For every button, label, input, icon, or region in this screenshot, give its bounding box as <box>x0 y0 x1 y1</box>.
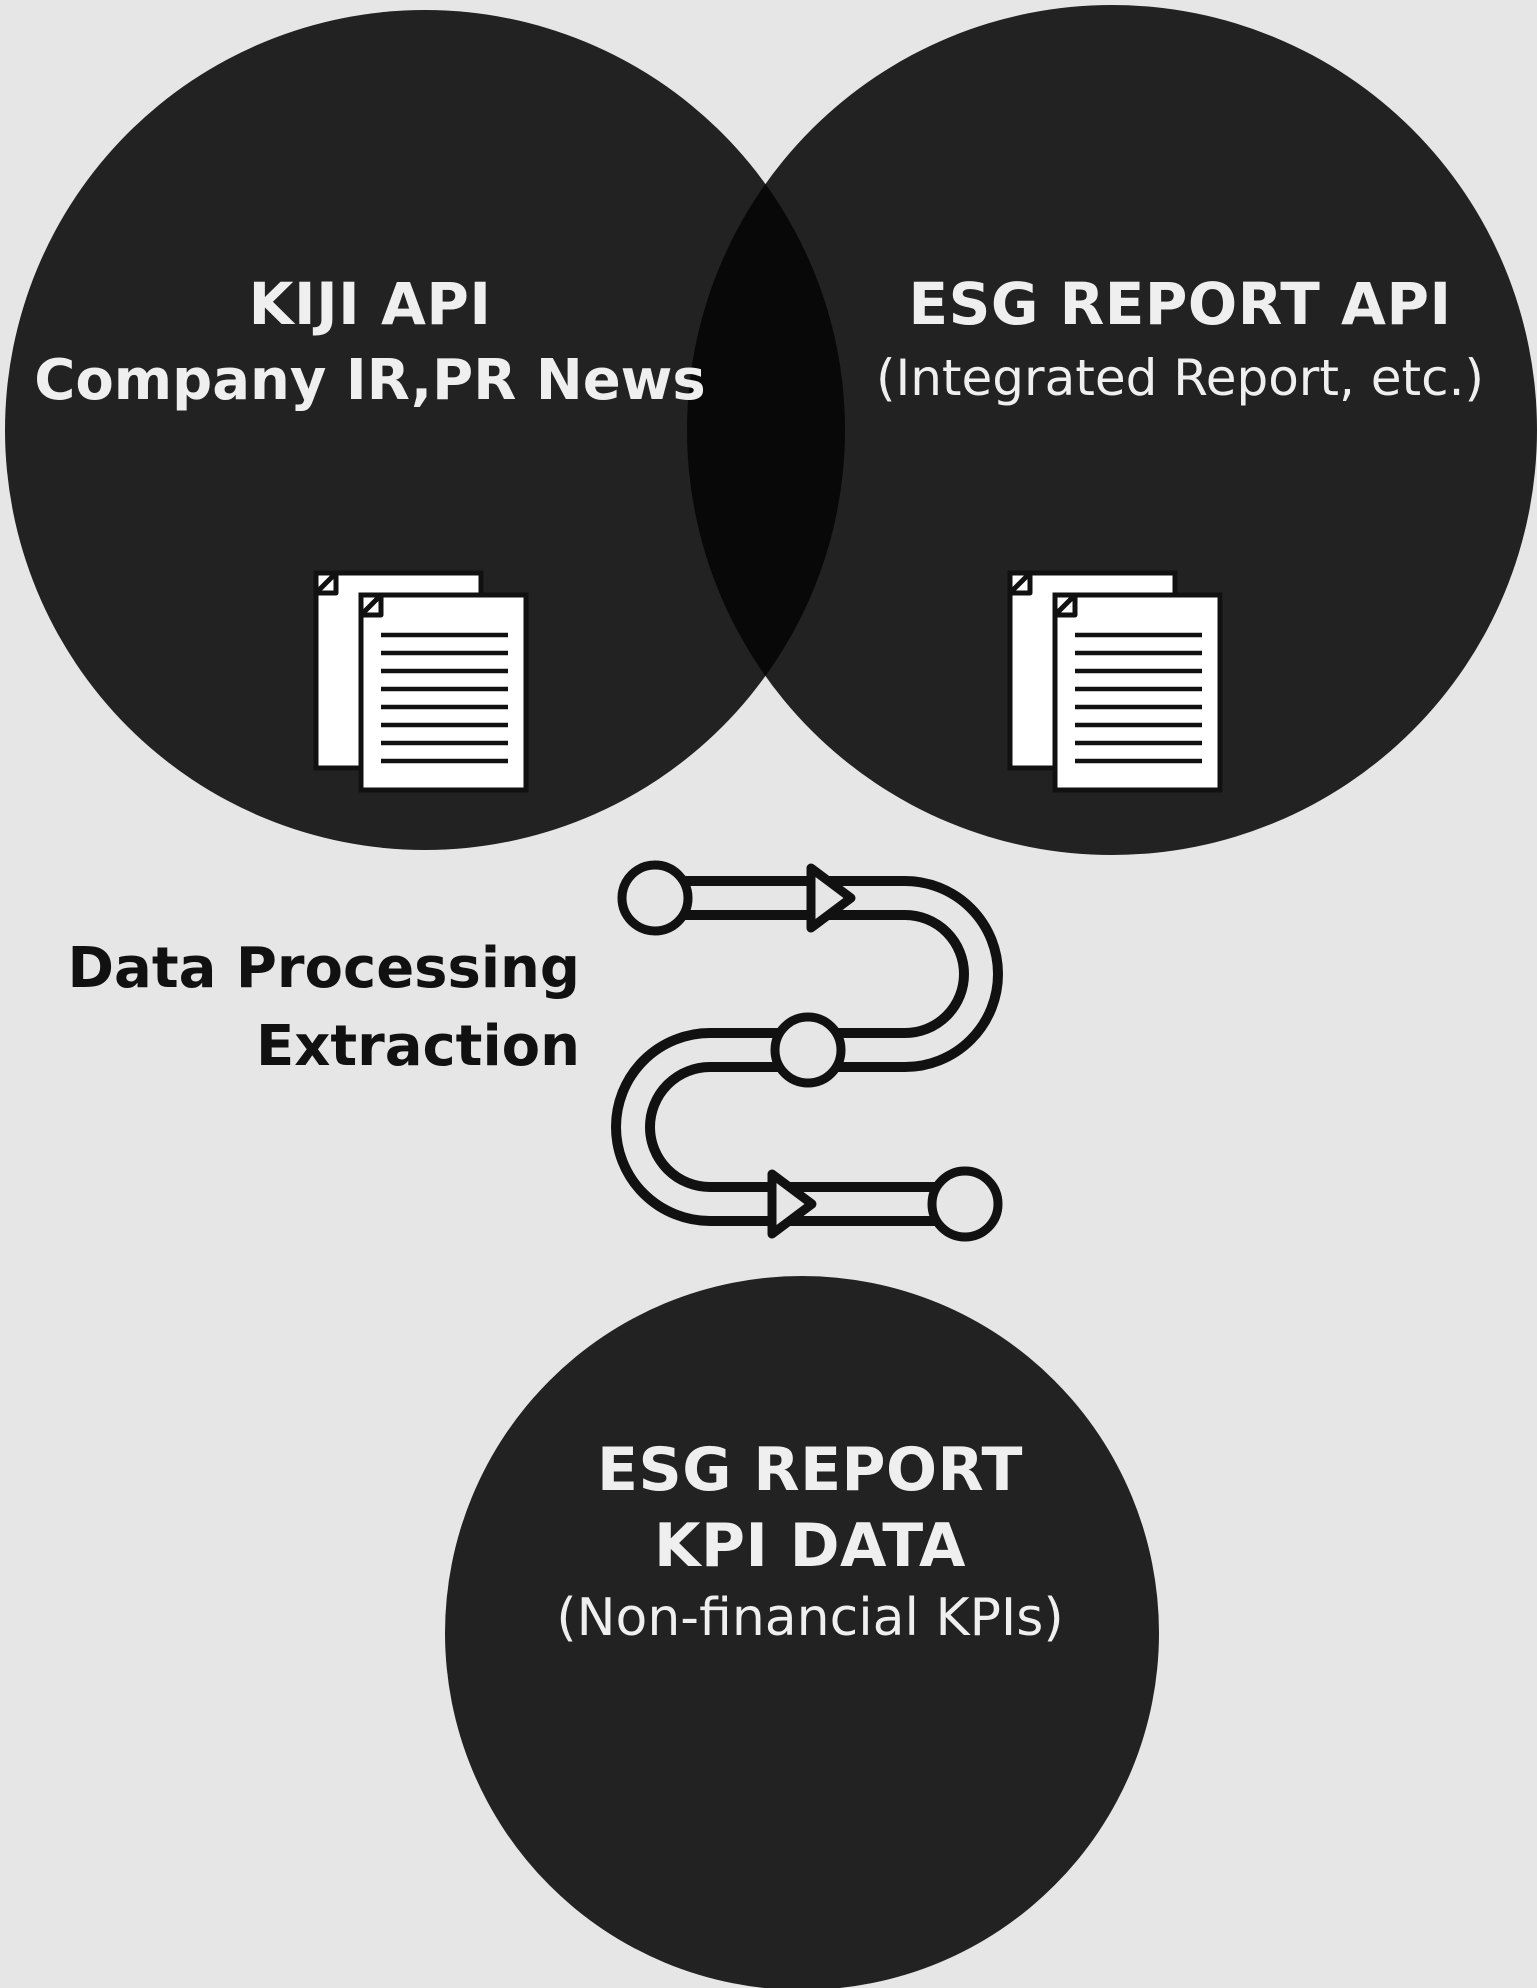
kpi-subtitle: (Non-financial KPIs) <box>556 1588 1064 1648</box>
kiji-title: KIJI API <box>248 270 492 338</box>
kpi-circle <box>445 1276 1159 1988</box>
esg-report-api-label: ESG REPORT API (Integrated Report, etc.) <box>850 275 1510 403</box>
documents-icon <box>316 573 526 790</box>
kpi-title-line-1: ESG REPORT <box>597 1435 1023 1505</box>
process-line-1: Data Processing <box>67 936 580 1001</box>
kpi-title-line-2: KPI DATA <box>654 1511 966 1581</box>
process-label: Data Processing Extraction <box>60 930 580 1086</box>
winding-path-icon <box>611 860 1003 1242</box>
process-line-2: Extraction <box>255 1014 580 1079</box>
esg-api-title: ESG REPORT API <box>908 270 1452 338</box>
documents-icon <box>1010 573 1220 790</box>
kiji-api-label: KIJI API Company IR,PR News <box>20 275 720 409</box>
kiji-subtitle: Company IR,PR News <box>34 348 706 413</box>
kiji-circle <box>5 10 845 850</box>
kpi-data-label: ESG REPORT KPI DATA (Non-financial KPIs) <box>520 1440 1100 1644</box>
esg-api-subtitle: (Integrated Report, etc.) <box>875 349 1485 407</box>
esg-api-circle <box>687 5 1537 855</box>
